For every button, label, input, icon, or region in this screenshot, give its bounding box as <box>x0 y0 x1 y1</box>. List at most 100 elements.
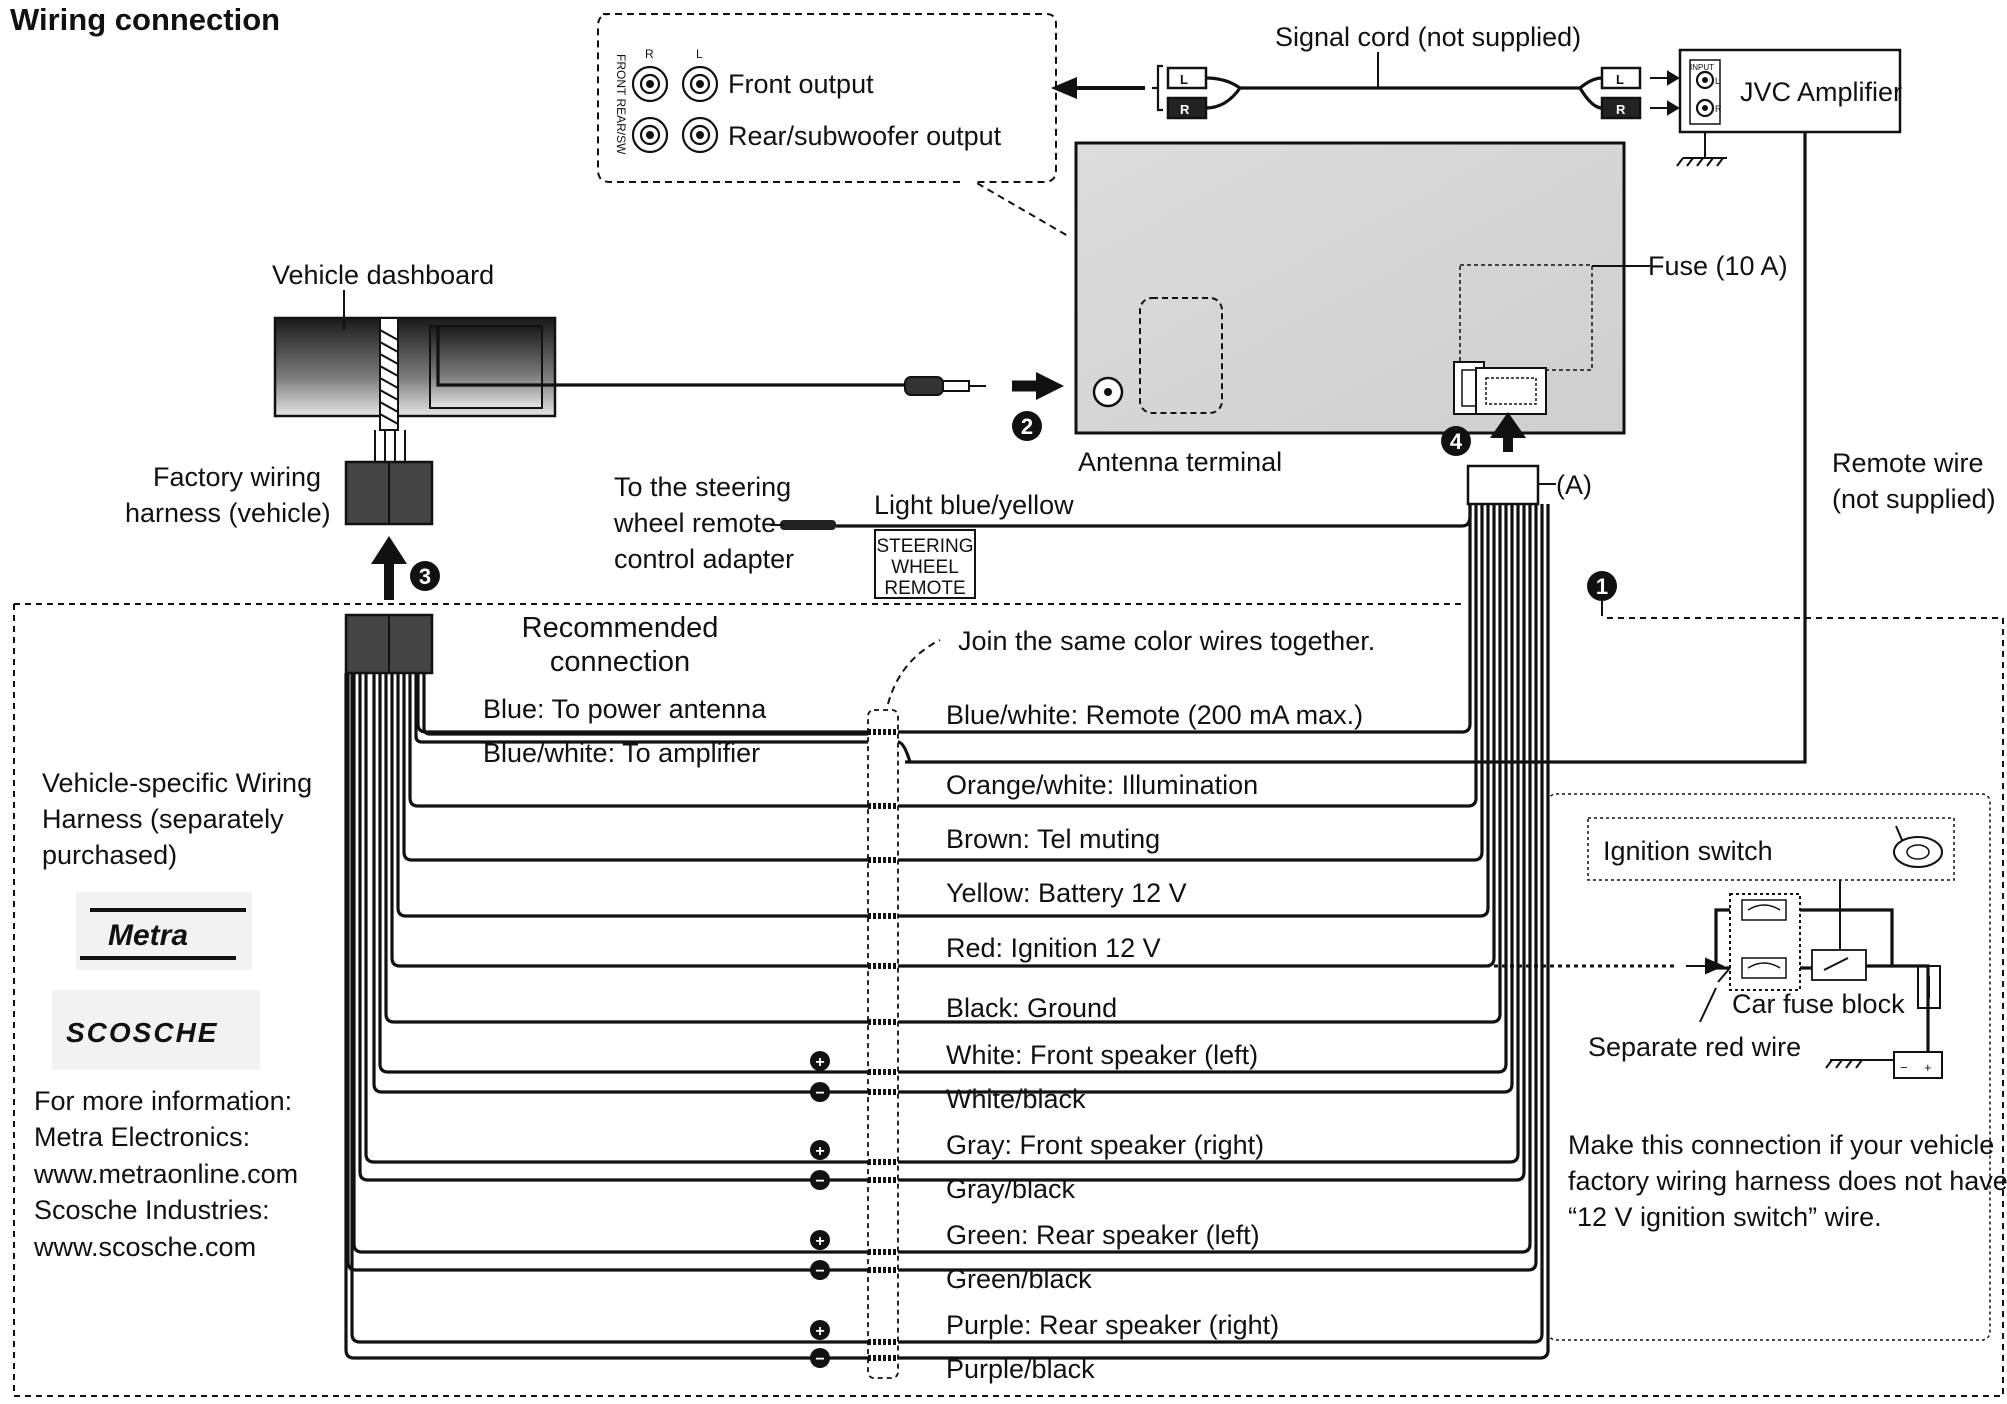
right-wire-5 <box>898 504 1502 1024</box>
wire-label-1: Orange/white: Illumination <box>946 770 1258 800</box>
wire-label-2: Brown: Tel muting <box>946 824 1160 854</box>
harness-title-2: Harness (separately <box>42 804 284 834</box>
signal-arrow <box>1050 76 1145 100</box>
minus-sign-3: − <box>815 1351 824 1368</box>
left-wire-3 <box>396 673 868 918</box>
wire-label-8: Gray: Front speaker (right) <box>946 1130 1264 1160</box>
left-wire-bundle <box>344 673 868 1360</box>
wire-label-7: White/black <box>946 1084 1086 1114</box>
light-blue-yellow-label: Light blue/yellow <box>874 490 1074 520</box>
plus-sign-1: + <box>815 1143 824 1160</box>
plus-mark-2 <box>810 1230 830 1250</box>
factory-harness-line-1: Factory wiring <box>153 462 321 492</box>
more-info-3: www.metraonline.com <box>33 1159 298 1189</box>
right-wire-6 <box>898 504 1508 1074</box>
separate-red-leader <box>1699 987 1717 1023</box>
signal-plug-l-right: L <box>1616 72 1624 87</box>
left-wire-10 <box>352 673 868 1254</box>
minus-sign-1: − <box>815 1173 824 1190</box>
more-info-2: Metra Electronics: <box>34 1122 250 1152</box>
wire-label-6: White: Front speaker (left) <box>946 1040 1258 1070</box>
marker-3: 3 <box>419 564 431 589</box>
metra-logo: Metra <box>76 892 252 970</box>
left-wire-6 <box>378 673 868 1074</box>
output-callout-box <box>597 13 1069 237</box>
antenna-terminal-icon <box>1092 376 1124 408</box>
more-info-1: For more information: <box>34 1086 292 1116</box>
ground-icon <box>1825 1059 1894 1069</box>
ignition-switch-label: Ignition switch <box>1603 836 1773 866</box>
plus-mark-0 <box>810 1051 830 1071</box>
right-wire-10 <box>898 504 1532 1254</box>
right-wire-8 <box>898 504 1520 1164</box>
plus-mark-1 <box>810 1140 830 1160</box>
amp-input-label: INPUT <box>1690 63 1714 72</box>
remote-bridge <box>897 740 912 763</box>
right-wire-12 <box>898 504 1544 1344</box>
svg-text:SCOSCHE: SCOSCHE <box>66 1017 218 1048</box>
diagram-title: Wiring connection <box>10 2 280 37</box>
marker-1: 1 <box>1596 574 1608 599</box>
wire-label-13: Purple/black <box>946 1354 1095 1384</box>
connector-a-label: (A) <box>1556 470 1592 500</box>
front-output-label: Front output <box>728 69 874 99</box>
ignition-circuit <box>1714 908 1930 1052</box>
recommended-title-2: connection <box>550 646 690 678</box>
ignition-panel <box>1547 793 1991 1341</box>
ignition-note-1: Make this connection if your vehicle <box>1568 1130 1994 1160</box>
signal-plug-r-right: R <box>1616 102 1626 117</box>
remote-wire-line-2: (not supplied) <box>1832 484 1996 514</box>
left-wire-7 <box>372 673 868 1094</box>
battery-icon: − + <box>1893 1051 1943 1079</box>
left-wire-2 <box>402 673 868 862</box>
fuse-block-leader <box>1717 967 1731 983</box>
steering-text-line-2: wheel remote <box>613 508 776 538</box>
amp-r-label: R <box>1715 104 1722 114</box>
rear-output-label: Rear/subwoofer output <box>728 121 1002 151</box>
antenna-terminal-label: Antenna terminal <box>1078 447 1282 477</box>
right-wire-0 <box>898 504 1472 734</box>
left-lead-blue-white <box>414 673 868 744</box>
left-wire-13 <box>344 673 868 1360</box>
minus-mark-0 <box>810 1082 830 1102</box>
wire-label-12: Purple: Rear speaker (right) <box>946 1310 1279 1340</box>
jvc-amplifier-box <box>1678 48 1902 134</box>
vehicle-dashboard-label: Vehicle dashboard <box>272 260 494 290</box>
wire-label-11: Green/black <box>946 1264 1092 1294</box>
remote-wire <box>905 132 1807 764</box>
steering-tag-line-3: REMOTE <box>884 578 965 599</box>
wire-label-4: Red: Ignition 12 V <box>946 933 1161 963</box>
signal-plug-r-left: R <box>1180 102 1190 117</box>
jack-side-label: FRONT REAR/SW <box>614 54 628 155</box>
wire-label-5: Black: Ground <box>946 993 1117 1023</box>
svg-text:+: + <box>1924 1060 1932 1075</box>
join-note: Join the same color wires together. <box>958 626 1375 656</box>
polarity-marks: +−+−+−+− <box>810 1051 830 1368</box>
jack-r-label: R <box>645 47 654 61</box>
svg-text:Metra: Metra <box>108 919 188 952</box>
dashboard-wire-bundle <box>374 317 406 462</box>
marker-2: 2 <box>1021 414 1033 439</box>
plus-sign-3: + <box>815 1323 824 1340</box>
scosche-logo: SCOSCHE <box>52 990 260 1070</box>
recommended-connection-area <box>13 603 2004 1397</box>
minus-sign-0: − <box>815 1085 824 1102</box>
wire-label-9: Gray/black <box>946 1174 1076 1204</box>
steering-tag-line-2: WHEEL <box>891 557 959 578</box>
svg-text:−: − <box>1900 1060 1908 1075</box>
right-wire-bundle <box>868 504 1550 1361</box>
ignition-switch-box <box>1587 817 1955 881</box>
minus-sign-2: − <box>815 1263 824 1280</box>
car-fuse-block-label: Car fuse block <box>1732 989 1905 1019</box>
left-wire-blue: Blue: To power antenna <box>483 694 767 724</box>
left-wire-11 <box>346 673 868 1272</box>
left-wire-4 <box>390 673 868 968</box>
plus-sign-0: + <box>815 1054 824 1071</box>
left-wire-12 <box>350 673 868 1344</box>
power-connector-socket <box>1453 361 1547 415</box>
signal-plug-l-left: L <box>1180 72 1188 87</box>
marker-4: 4 <box>1450 429 1463 454</box>
wire-labels: Blue/white: Remote (200 mA max.)Orange/w… <box>946 700 1363 1384</box>
